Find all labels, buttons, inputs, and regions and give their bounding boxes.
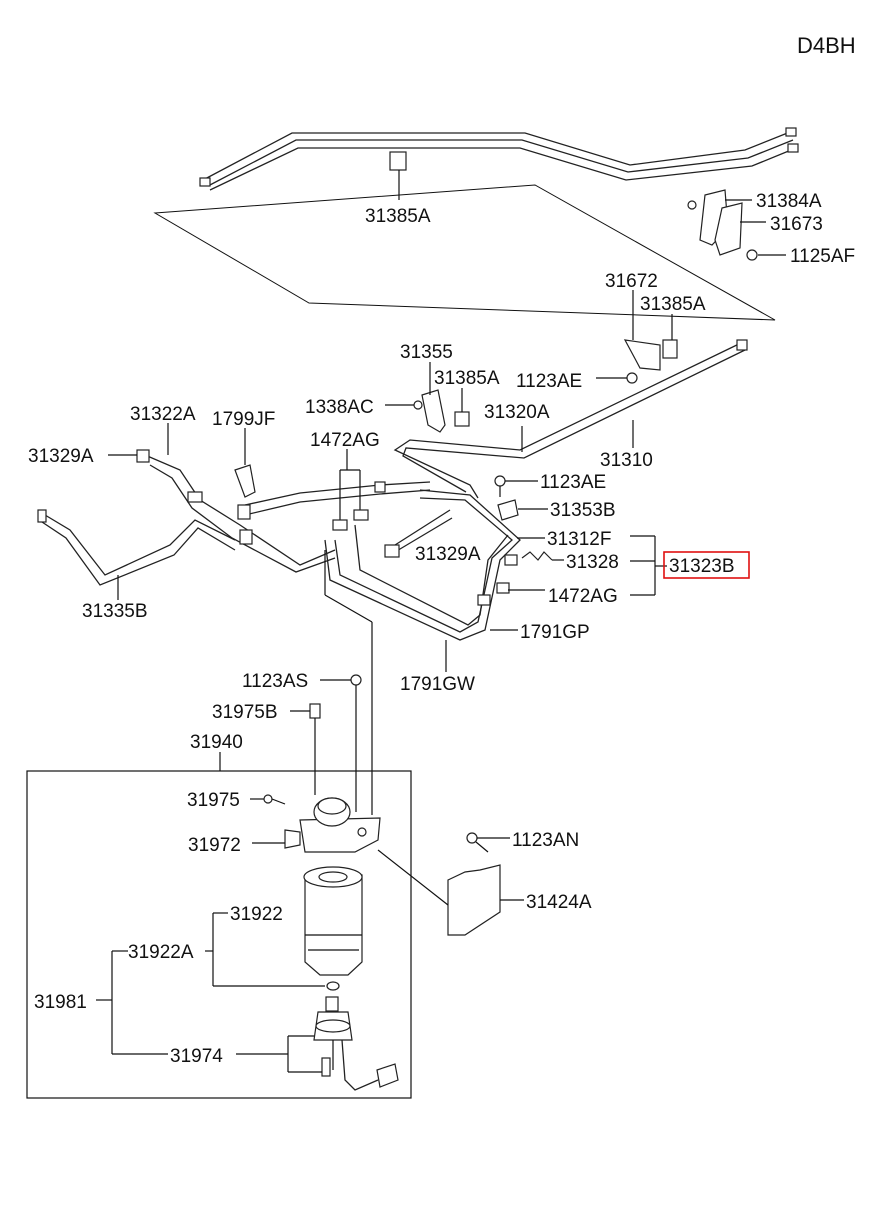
clip-31353B <box>497 499 548 521</box>
bracket-31974 <box>236 1035 322 1073</box>
bracket-31424A <box>377 849 524 936</box>
label-1123AE-top: 1123AE <box>516 371 582 392</box>
label-31355: 31355 <box>400 342 453 363</box>
label-1123AN: 1123AN <box>512 830 579 851</box>
label-31922A: 31922A <box>128 942 194 963</box>
lower-fuel-lines <box>324 489 521 641</box>
label-31353B: 31353B <box>550 500 616 521</box>
label-1791GW: 1791GW <box>400 674 475 695</box>
bolt-1123AS <box>320 674 362 690</box>
o-ring <box>326 981 340 991</box>
sensor-31974 <box>313 996 399 1091</box>
bolt-31975 <box>250 794 286 805</box>
bracket-31355 <box>385 362 470 433</box>
label-31922: 31922 <box>230 904 283 925</box>
filter-cartridge-31922 <box>303 866 363 976</box>
label-31673: 31673 <box>770 214 823 235</box>
label-31385A-top: 31385A <box>365 206 431 227</box>
clips-1472AG-top <box>332 449 369 531</box>
bolt-1123AN <box>466 832 510 853</box>
upper-fuel-pipes <box>199 127 799 191</box>
label-1338AC: 1338AC <box>305 397 374 418</box>
bracket-31981 <box>96 950 168 1055</box>
label-31329A-mid: 31329A <box>415 544 481 565</box>
bracket-31672 <box>596 290 678 384</box>
hose-31335B <box>37 509 236 586</box>
label-1123AS: 1123AS <box>242 671 308 692</box>
label-31328: 31328 <box>566 552 619 573</box>
plug-31975B <box>290 703 321 795</box>
label-31975B: 31975B <box>212 702 278 723</box>
label-1123AE-mid: 1123AE <box>540 472 606 493</box>
label-31972: 31972 <box>188 835 241 856</box>
label-31672: 31672 <box>605 271 658 292</box>
assembly-outline <box>153 184 776 321</box>
filter-assembly-box <box>26 770 412 1099</box>
strap-1799JF <box>234 428 256 498</box>
label-31975: 31975 <box>187 790 240 811</box>
label-31384A: 31384A <box>756 191 822 212</box>
label-31323B: 31323B <box>669 556 735 577</box>
label-1125AF: 1125AF <box>790 246 855 267</box>
highlight-box-31323B <box>663 551 750 579</box>
label-1799JF: 1799JF <box>212 409 275 430</box>
tube-31310 <box>393 339 748 499</box>
filter-head <box>284 797 381 853</box>
filter-connect-lines <box>324 550 373 815</box>
clip-31385A-top <box>389 151 407 200</box>
clip-31328 <box>521 551 564 561</box>
label-31974: 31974 <box>170 1046 223 1067</box>
label-1791GP: 1791GP <box>520 622 590 643</box>
label-1472AG-low: 1472AG <box>548 586 618 607</box>
label-31940: 31940 <box>190 732 243 753</box>
label-1472AG-top: 1472AG <box>310 430 380 451</box>
label-31424A: 31424A <box>526 892 592 913</box>
label-31385A-low: 31385A <box>434 368 500 389</box>
bracket-31384A-31673 <box>687 189 786 261</box>
label-31310: 31310 <box>600 450 653 471</box>
bracket-31922 <box>212 912 325 987</box>
bolt-1123AE-mid <box>494 475 538 497</box>
label-31329A-left: 31329A <box>28 446 94 467</box>
label-31320A: 31320A <box>484 402 550 423</box>
group-31323B-lines <box>508 535 667 596</box>
engine-code: D4BH <box>797 33 856 58</box>
label-31312F: 31312F <box>547 529 611 550</box>
label-31335B: 31335B <box>82 601 148 622</box>
label-31981: 31981 <box>34 992 87 1013</box>
label-31385A-mid: 31385A <box>640 294 706 315</box>
label-31322A: 31322A <box>130 404 196 425</box>
